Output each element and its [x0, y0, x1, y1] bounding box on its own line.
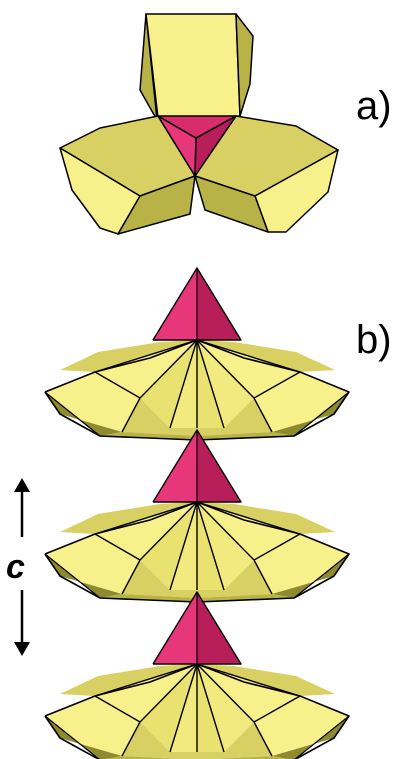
panel-a-cluster — [59, 13, 339, 235]
tetrahedron-top-face — [157, 115, 237, 139]
stack-layer-3 — [44, 591, 350, 759]
c-axis-arrow — [14, 478, 30, 656]
prism-right-side-face — [194, 175, 269, 233]
panel-a-label: a) — [356, 84, 392, 128]
stack-layer-2 — [44, 429, 350, 603]
stack-layer-1 — [44, 267, 350, 441]
c-axis-label: c — [6, 548, 25, 586]
prism-left-front-face — [59, 147, 141, 235]
prism-top-right-face — [235, 13, 254, 117]
prism-top-front-face — [145, 13, 241, 119]
panel-b-label: b) — [356, 318, 392, 362]
prism-left-side-face — [117, 175, 196, 235]
